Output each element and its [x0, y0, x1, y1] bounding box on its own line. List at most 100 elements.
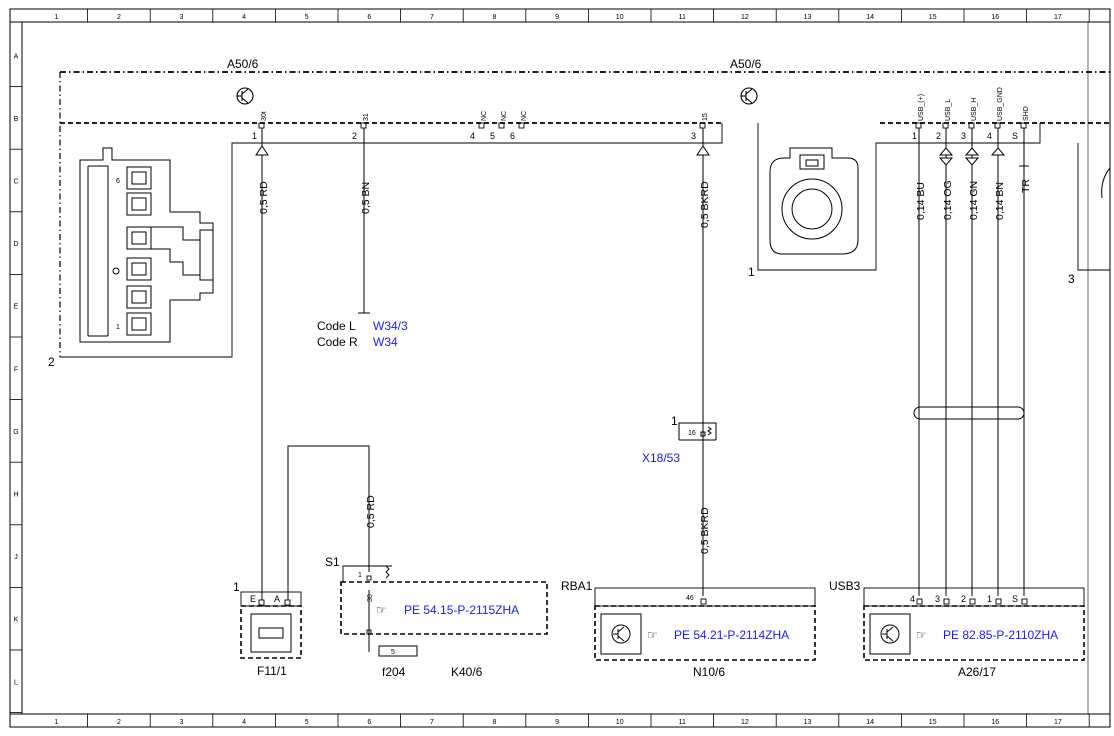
column-number: 15 — [929, 719, 937, 726]
pe-link-a26[interactable]: PE 82.85-P-2110ZHA — [943, 628, 1058, 642]
partial-component — [1101, 167, 1111, 199]
transistor-icon — [740, 87, 758, 105]
wires — [261, 128, 1025, 652]
f11-fuse-box — [240, 591, 302, 659]
row-letter: L — [14, 679, 18, 686]
pin-number: 6 — [510, 131, 515, 141]
arrow-marks — [255, 145, 1029, 167]
column-number: 1 — [54, 719, 58, 726]
column-number: 5 — [305, 14, 309, 21]
connector-number-top: 6 — [116, 178, 120, 185]
n10-label: N10/6 — [693, 665, 725, 679]
pin-label: E — [250, 594, 256, 604]
column-number: 4 — [242, 719, 246, 726]
column-number: 10 — [616, 14, 624, 21]
column-number: 3 — [180, 719, 184, 726]
f11-label: F11/1 — [257, 664, 287, 678]
column-number: 17 — [1054, 14, 1062, 21]
hand-pointer-icon: ☞ — [647, 628, 658, 642]
pin-number: 1 — [358, 572, 362, 579]
column-number: 13 — [804, 14, 812, 21]
pin-name-usb-plus: USB_(+) — [918, 94, 925, 121]
column-number: 12 — [741, 719, 749, 726]
code-note-link[interactable]: W34/3 — [373, 319, 408, 333]
pe-link-k40[interactable]: PE 54.15-P-2115ZHA — [404, 603, 519, 617]
pin-name-nc6: NC — [521, 111, 528, 121]
pin-number: 16 — [688, 430, 696, 437]
row-letter: H — [13, 492, 18, 499]
x18-connector — [678, 422, 717, 441]
column-number: 3 — [180, 14, 184, 21]
callout-left-housing: 2 — [48, 355, 55, 369]
pin-number: 3 — [691, 131, 696, 141]
wire-label: 0,5 RD — [365, 495, 377, 528]
pin-name-nc4: NC — [481, 111, 488, 121]
column-number: 6 — [367, 14, 371, 21]
a26-module-box — [863, 587, 1085, 661]
column-number: 8 — [493, 14, 497, 21]
pin-name-nc5: NC — [501, 111, 508, 121]
row-letter: G — [13, 429, 18, 436]
pin-number: S — [1012, 131, 1018, 141]
column-number: 7 — [430, 719, 434, 726]
callout-mid-connector: 1 — [748, 265, 755, 279]
x18-link[interactable]: X18/53 — [642, 451, 680, 465]
pin-number: 4 — [987, 131, 992, 141]
pe-link-n10[interactable]: PE 54.21-P-2114ZHA — [674, 628, 789, 642]
f204-label: f204 — [382, 665, 406, 679]
pin-name-usb-h: USB_H — [971, 98, 978, 121]
wire-label: 0,5 BN — [360, 182, 372, 214]
callout-right-partial: 3 — [1068, 272, 1075, 286]
hand-pointer-icon: ☞ — [916, 628, 927, 642]
column-number: 8 — [493, 719, 497, 726]
row-letter: D — [13, 241, 18, 248]
k40-label: K40/6 — [451, 665, 483, 679]
pin-number: 30 — [367, 594, 374, 602]
pin-number: 2 — [352, 131, 357, 141]
hand-pointer-icon: ☞ — [376, 603, 387, 617]
x18-marker: 1 — [671, 414, 678, 428]
pin-name-30t: 30t — [261, 111, 268, 121]
connector-number-bottom: 1 — [116, 324, 120, 331]
row-letter: E — [14, 304, 19, 311]
wire-label: 0,14 OG — [942, 180, 954, 220]
column-number: 2 — [117, 14, 121, 21]
pin-name-31: 31 — [363, 113, 370, 121]
rba1-label: RBA1 — [561, 579, 593, 593]
pin-name-15: 15 — [702, 113, 709, 121]
shield-oval — [913, 406, 1025, 420]
column-number: 13 — [804, 719, 812, 726]
column-ruler: 1122334455667788991010111112121313141415… — [54, 9, 1090, 727]
pin-number: 1 — [252, 131, 257, 141]
a50-title-left: A50/6 — [227, 57, 259, 71]
frame — [9, 8, 1111, 728]
pin-number: 46 — [686, 595, 694, 602]
column-number: 10 — [616, 719, 624, 726]
pin-number: S — [1012, 594, 1018, 604]
pin-number: 5 — [490, 131, 495, 141]
code-note-label: Code R — [317, 335, 358, 349]
column-number: 15 — [929, 14, 937, 21]
wire-label: 0,5 RD — [258, 181, 270, 214]
pin-number: 2 — [936, 131, 941, 141]
column-number: 11 — [679, 719, 686, 726]
pin-number: 4 — [470, 131, 475, 141]
row-letter: B — [14, 116, 19, 123]
a50-title-right: A50/6 — [730, 57, 762, 71]
wire-label: TR — [1020, 179, 1032, 193]
pin-number: 3 — [961, 131, 966, 141]
column-number: 14 — [866, 14, 874, 21]
pin-number: 4 — [910, 594, 915, 604]
pin-number: 1 — [912, 131, 917, 141]
column-number: 11 — [679, 14, 686, 21]
usb3-label: USB3 — [829, 579, 861, 593]
row-letter: A — [14, 53, 19, 60]
column-number: 1 — [54, 14, 58, 21]
column-number: 16 — [991, 14, 999, 21]
code-note-link[interactable]: W34 — [373, 335, 398, 349]
column-number: 5 — [305, 719, 309, 726]
column-number: 14 — [866, 719, 874, 726]
usb-socket-illustration — [769, 147, 859, 255]
